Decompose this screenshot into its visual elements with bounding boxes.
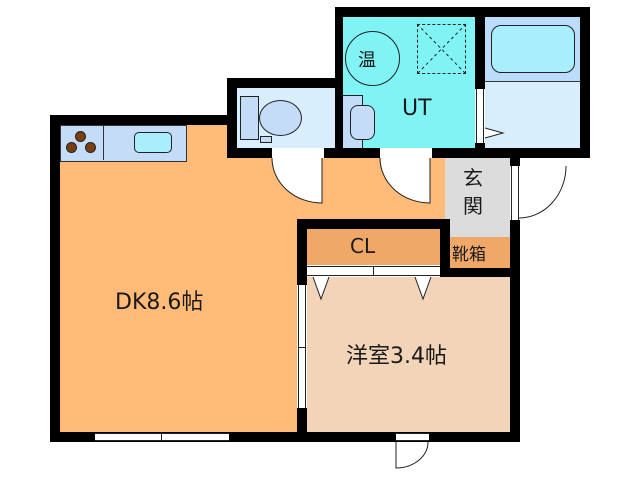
wall (297, 219, 307, 285)
front-door-swing-icon (518, 165, 567, 219)
wall (510, 158, 520, 166)
wall (580, 7, 590, 158)
entrance-label-1: 玄 (463, 166, 483, 190)
toilet-tank-icon (240, 96, 259, 140)
window-dk-divider (161, 433, 162, 441)
entrance-label-2: 関 (463, 194, 483, 218)
wall (227, 78, 343, 88)
washer-space-cross-icon (416, 23, 467, 75)
ut-door-swing-icon (379, 157, 431, 204)
toilet-bowl-icon (259, 100, 302, 136)
toilet-door-swing-icon (271, 157, 323, 204)
wall (335, 7, 590, 17)
bath-door-icon (484, 127, 505, 139)
stove-burner-icon (85, 142, 96, 153)
wall (475, 17, 485, 89)
western-door-opening[interactable] (396, 433, 429, 441)
wall (450, 268, 510, 277)
closet-label: CL (350, 234, 376, 258)
counter-divider (103, 125, 104, 160)
sliding-door-dk-western[interactable] (298, 285, 306, 408)
wall (440, 219, 450, 277)
closet-door-divider (373, 266, 374, 276)
bath-door-opening[interactable] (476, 89, 484, 143)
closet (307, 229, 440, 265)
sliding-door-divider (298, 347, 306, 348)
washer-space-icon (417, 24, 466, 74)
entrance (445, 158, 510, 237)
ut-door-opening[interactable] (380, 148, 432, 158)
wall (440, 265, 450, 277)
wall (50, 115, 60, 442)
western-door-swing-icon (395, 441, 429, 469)
water-heater-label: 温 (358, 50, 376, 71)
wall (227, 148, 520, 158)
toilet-door-opening[interactable] (272, 148, 324, 158)
stove-burner-icon (75, 131, 86, 142)
front-door-opening[interactable] (511, 166, 519, 220)
dk-room-label: DK8.6帖 (115, 290, 204, 315)
toilet-paper-icon (260, 136, 272, 143)
wall (297, 219, 450, 229)
wall (297, 408, 307, 442)
western-room (307, 277, 510, 432)
closet-door-icon (312, 276, 432, 301)
water-heater-icon (345, 31, 400, 86)
wall (510, 220, 520, 442)
wall (227, 78, 237, 158)
shoe-box (450, 237, 510, 268)
wall (510, 148, 590, 158)
shoe-box-label: 靴箱 (452, 245, 486, 265)
window-dk[interactable] (95, 433, 229, 441)
bathtub-icon (491, 25, 575, 73)
western-room-label: 洋室3.4帖 (346, 344, 447, 369)
wall (50, 115, 237, 125)
stove-burner-icon (66, 142, 77, 153)
wall (50, 432, 520, 442)
wall (475, 143, 485, 153)
washbasin-bowl-icon (350, 105, 375, 140)
kitchen-sink-icon (134, 132, 172, 153)
ut-room-label: UT (402, 96, 432, 121)
wall (335, 7, 343, 158)
